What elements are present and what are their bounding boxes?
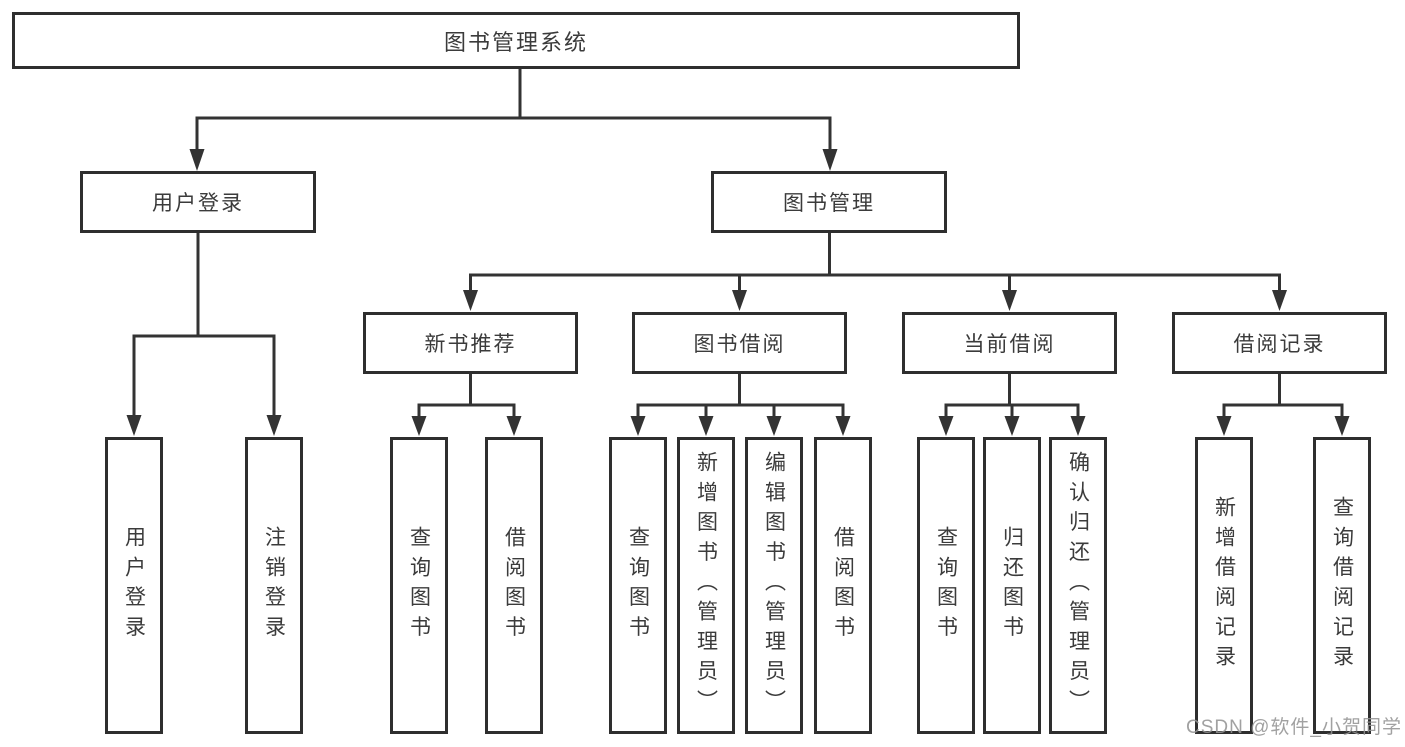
- leaf-label: 借阅图书: [831, 525, 855, 646]
- leaf-query-books-current: 查询图书: [917, 437, 975, 734]
- leaf-label: 编辑图书（管理员）: [762, 451, 786, 720]
- leaf-edit-books-admin: 编辑图书（管理员）: [745, 437, 803, 734]
- leaf-label: 确认归还（管理员）: [1066, 451, 1090, 720]
- node-label: 图书管理系统: [443, 29, 588, 55]
- leaf-add-borrow-record: 新增借阅记录: [1195, 437, 1253, 734]
- node-new-book-recommendation: 新书推荐: [363, 312, 578, 374]
- node-label: 图书管理: [783, 192, 875, 215]
- node-current-borrowing: 当前借阅: [902, 312, 1117, 374]
- leaf-borrow-books: 借阅图书: [814, 437, 872, 734]
- node-label: 当前借阅: [963, 333, 1056, 356]
- leaf-label: 新增借阅记录: [1212, 496, 1236, 675]
- leaf-query-books-recommend: 查询图书: [390, 437, 448, 734]
- leaf-confirm-return-admin: 确认归还（管理员）: [1049, 437, 1107, 734]
- node-borrowing-records: 借阅记录: [1172, 312, 1387, 374]
- leaf-logout: 注销登录: [245, 437, 303, 734]
- node-library-management-system: 图书管理系统: [12, 12, 1020, 69]
- leaf-query-books-borrowing: 查询图书: [609, 437, 667, 734]
- leaf-return-books: 归还图书: [983, 437, 1041, 734]
- node-label: 用户登录: [152, 192, 244, 215]
- leaf-label: 归还图书: [1000, 525, 1024, 646]
- node-label: 新书推荐: [424, 333, 517, 356]
- leaf-label: 借阅图书: [502, 525, 526, 646]
- leaf-borrow-books-recommend: 借阅图书: [485, 437, 543, 734]
- node-user-login: 用户登录: [80, 171, 316, 233]
- leaf-label: 查询图书: [626, 525, 650, 646]
- node-label: 图书借阅: [693, 333, 786, 356]
- leaf-query-borrow-record: 查询借阅记录: [1313, 437, 1371, 734]
- leaf-user-login: 用户登录: [105, 437, 163, 734]
- csdn-watermark: CSDN @软件_小贺同学: [1186, 717, 1402, 738]
- node-book-management: 图书管理: [711, 171, 947, 233]
- leaf-label: 新增图书（管理员）: [694, 451, 718, 720]
- leaf-label: 用户登录: [122, 525, 146, 646]
- leaf-label: 查询借阅记录: [1330, 496, 1354, 675]
- node-label: 借阅记录: [1233, 333, 1326, 356]
- leaf-label: 查询图书: [407, 525, 431, 646]
- leaf-label: 注销登录: [262, 525, 286, 646]
- leaf-label: 查询图书: [934, 525, 958, 646]
- node-book-borrowing: 图书借阅: [632, 312, 847, 374]
- leaf-add-books-admin: 新增图书（管理员）: [677, 437, 735, 734]
